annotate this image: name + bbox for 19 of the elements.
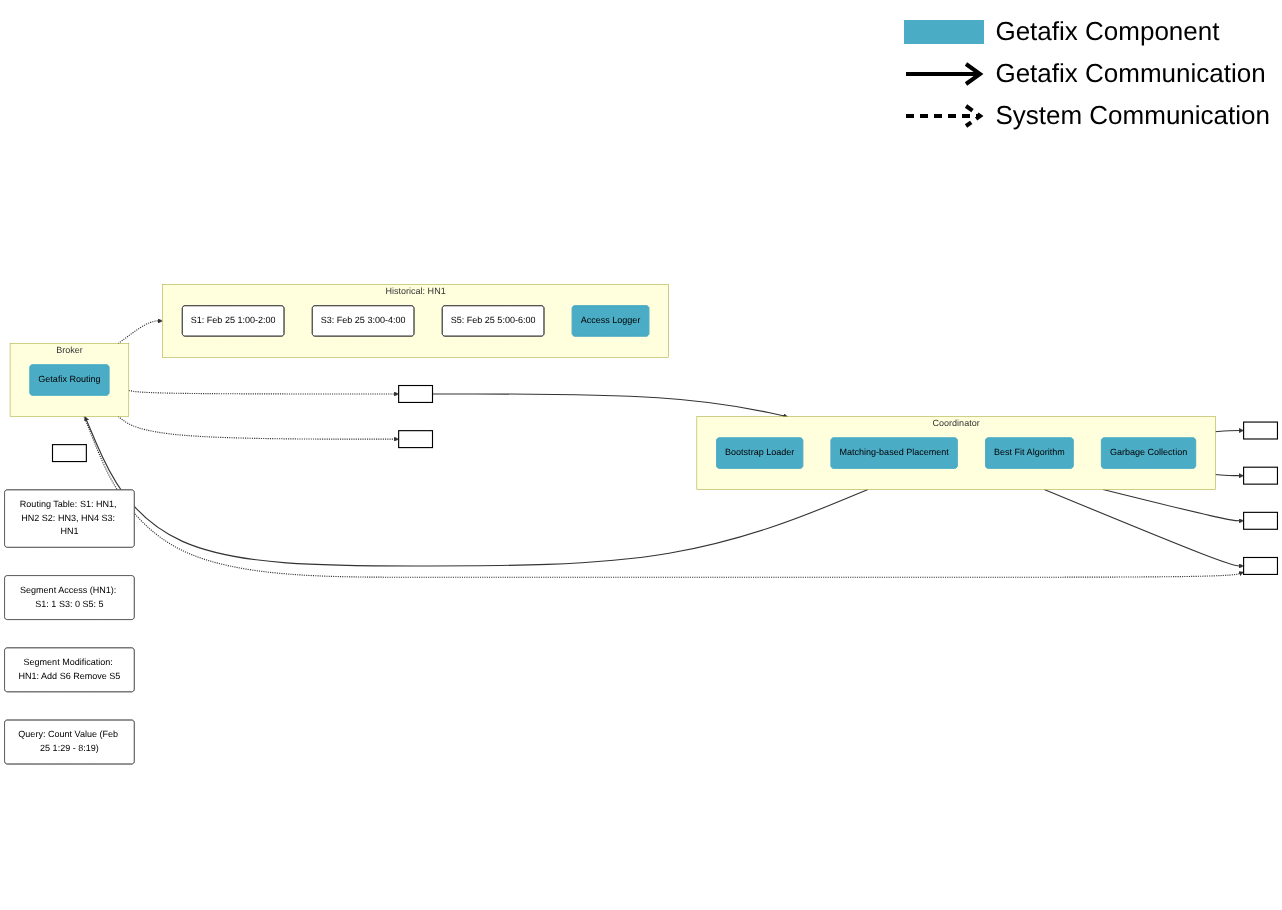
node-box xyxy=(51,444,87,463)
node-box xyxy=(1243,557,1279,576)
node-box xyxy=(398,430,434,449)
arrow xyxy=(1214,473,1244,479)
arrow xyxy=(1214,428,1244,434)
node-box xyxy=(1243,467,1279,486)
arrow xyxy=(1043,489,1244,570)
arrow xyxy=(128,390,399,398)
arrow xyxy=(117,416,399,443)
arrow xyxy=(84,416,869,568)
node-box xyxy=(1243,512,1279,531)
arrow xyxy=(431,394,788,419)
arrow xyxy=(117,319,163,345)
legend-label: Getafix Communication xyxy=(995,58,1266,88)
legend-label: System Communication xyxy=(995,100,1270,130)
node-box xyxy=(1243,422,1279,441)
arrow xyxy=(83,416,1244,579)
legend-label: Getafix Component xyxy=(995,16,1220,46)
node-box xyxy=(398,385,434,404)
